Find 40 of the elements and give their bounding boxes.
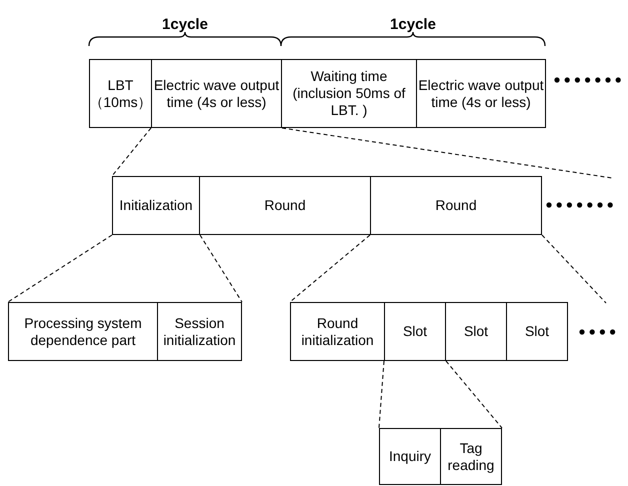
time-segment-box xyxy=(379,428,441,485)
expansion-line xyxy=(290,234,370,302)
expansion-line xyxy=(446,360,502,428)
time-segment-box xyxy=(151,59,282,128)
segment-label: Waiting time (inclusion 50ms of LBT. ) xyxy=(292,68,406,119)
time-segment-box xyxy=(157,302,242,361)
segment-label: Slot xyxy=(402,323,428,340)
segment-label: Inquiry xyxy=(388,448,432,465)
segment-label: Processing system dependence part xyxy=(23,314,143,348)
segment-label: Electric wave output time (4s or less) xyxy=(152,76,280,110)
expansion-line xyxy=(112,128,152,176)
time-segment-box xyxy=(384,302,446,361)
time-segment-box xyxy=(370,176,542,235)
expansion-line xyxy=(378,360,384,428)
segment-label: Round xyxy=(435,197,477,214)
time-segment-box xyxy=(112,176,200,235)
time-segment-box xyxy=(89,59,152,128)
time-segment-box xyxy=(445,302,507,361)
cycle-label: 1cycle xyxy=(390,16,436,33)
time-segment-box xyxy=(281,59,417,128)
time-segment-box xyxy=(199,176,371,235)
expansion-line xyxy=(200,234,242,302)
expansion-line xyxy=(282,128,612,178)
cycle-label: 1cycle xyxy=(162,16,208,33)
segment-label: Slot xyxy=(524,323,550,340)
segment-label: Electric wave output time (4s or less) xyxy=(417,76,545,110)
segment-label: Round initialization xyxy=(300,314,375,348)
expansion-line xyxy=(8,234,112,302)
segment-label: Tag reading xyxy=(446,440,496,474)
segment-label: Session initialization xyxy=(162,314,237,348)
segment-label: Initialization xyxy=(119,197,193,214)
time-segment-box xyxy=(440,428,502,485)
expansion-line xyxy=(542,234,606,304)
time-segment-box xyxy=(290,302,385,361)
time-segment-box xyxy=(506,302,568,361)
time-segment-box xyxy=(8,302,158,361)
segment-label: Slot xyxy=(464,323,488,340)
time-segment-box xyxy=(416,59,546,128)
segment-label: Round xyxy=(264,197,306,214)
segment-label: LBT （10ms） xyxy=(88,76,153,110)
